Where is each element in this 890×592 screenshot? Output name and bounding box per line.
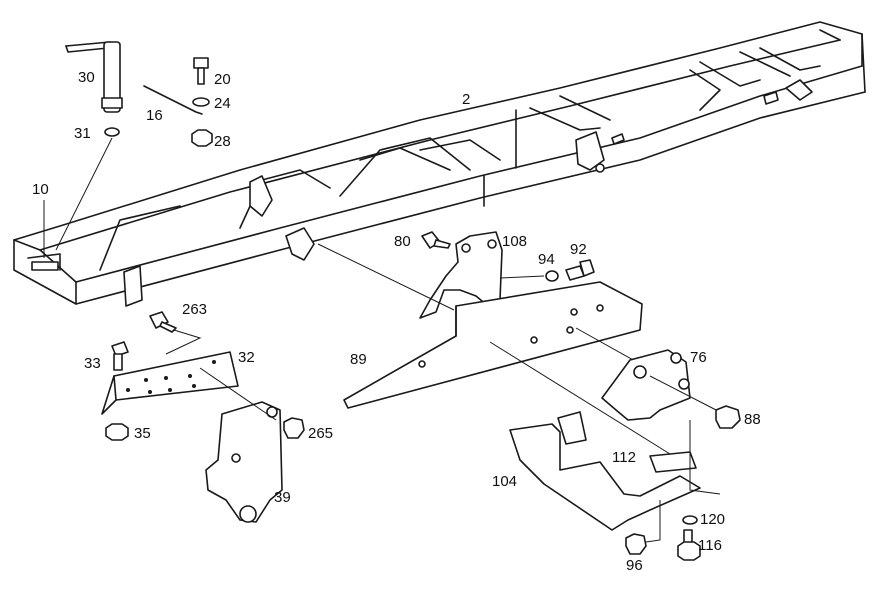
- parts-top-left: [43, 41, 213, 258]
- callout-120: 120: [700, 511, 726, 528]
- callout-116: 116: [698, 537, 722, 554]
- crossmember-group: [317, 231, 741, 561]
- callout-104: 104: [492, 473, 518, 490]
- callout-35: 35: [134, 425, 151, 442]
- callout-20: 20: [214, 71, 231, 88]
- callout-33: 33: [84, 355, 101, 372]
- bracket-left-group: [101, 311, 305, 523]
- callout-28: 28: [214, 133, 231, 150]
- callout-108: 108: [502, 233, 528, 250]
- callout-94: 94: [538, 251, 555, 268]
- callout-30: 30: [78, 69, 95, 86]
- callout-2: 2: [462, 91, 471, 108]
- callout-80: 80: [394, 233, 411, 250]
- callout-31: 31: [74, 125, 91, 142]
- callout-10: 10: [32, 181, 49, 198]
- callout-24: 24: [214, 95, 231, 112]
- callout-76: 76: [690, 349, 707, 366]
- callout-39: 39: [274, 489, 291, 506]
- callout-88: 88: [744, 411, 761, 428]
- callout-89: 89: [350, 351, 367, 368]
- callout-92: 92: [570, 241, 587, 258]
- callout-96: 96: [626, 557, 643, 574]
- plate-holes: [126, 360, 216, 394]
- callout-32: 32: [238, 349, 255, 366]
- callout-263: 263: [182, 301, 208, 318]
- callout-16: 16: [146, 107, 163, 124]
- chassis-frame: [13, 21, 866, 307]
- callout-265: 265: [308, 425, 334, 442]
- callout-112: 112: [612, 449, 636, 466]
